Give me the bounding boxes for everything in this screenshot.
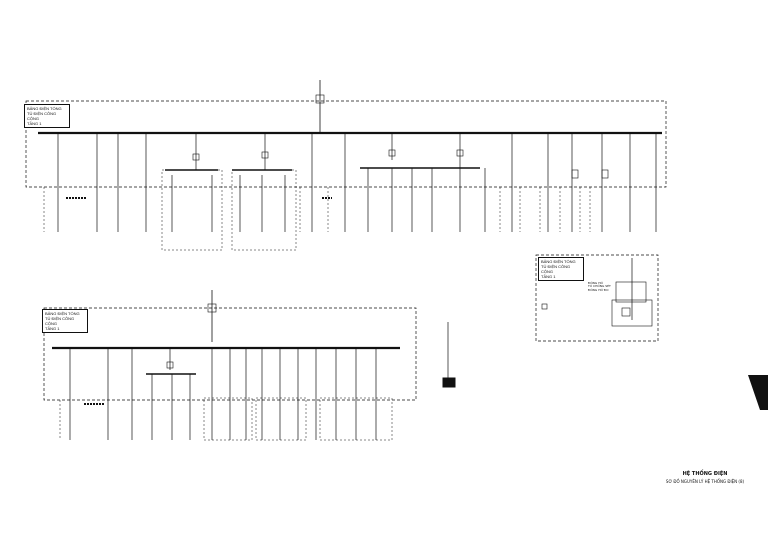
- bottom-section: [43, 290, 417, 441]
- right-panel-line-1: BẢNG ĐIỆN TỔNG: [541, 259, 576, 264]
- corner-mark: [748, 375, 768, 410]
- bottom-panel-line-2: TỦ ĐIỆN CÔNG CỘNG: [45, 316, 75, 326]
- bottom-panel-label: BẢNG ĐIỆN TỔNG TỦ ĐIỆN CÔNG CỘNG TẦNG 1: [42, 309, 88, 333]
- bottom-panel-line-1: BẢNG ĐIỆN TỔNG: [45, 311, 80, 316]
- bottom-panel-line-3: TẦNG 1: [45, 326, 60, 331]
- right-panel-label: BẢNG ĐIỆN TỔNG TỦ ĐIỆN CÔNG CỘNG TẦNG 1: [538, 257, 584, 281]
- legend-item-3: ĐỒNG HỒ ĐO: [588, 287, 609, 292]
- right-panel-line-3: TẦNG 1: [541, 274, 556, 279]
- top-section: [25, 80, 667, 251]
- top-panel-line-1: BẢNG ĐIỆN TỔNG: [27, 106, 62, 111]
- legend-item-2: TỦ CHỐNG SÉT: [588, 284, 611, 289]
- top-panel-line-3: TẦNG 1: [27, 121, 42, 126]
- legend-item-1: ĐỒNG HỒ: [588, 281, 603, 285]
- generator-symbol: [442, 322, 456, 388]
- top-panel-line-2: TỦ ĐIỆN CÔNG CỘNG: [27, 111, 57, 121]
- top-panel-label: BẢNG ĐIỆN TỔNG TỦ ĐIỆN CÔNG CỘNG TẦNG 1: [24, 104, 70, 128]
- drawing-subtitle: SƠ ĐỒ NGUYÊN LÝ HỆ THỐNG ĐIỆN (8): [665, 479, 745, 484]
- right-panel: [535, 254, 659, 342]
- drawing-title: HỆ THỐNG ĐIỆN: [682, 471, 728, 477]
- right-panel-line-2: TỦ ĐIỆN CÔNG CỘNG: [541, 264, 571, 274]
- legend: ĐỒNG HỒ TỦ CHỐNG SÉT ĐỒNG HỒ ĐO: [588, 281, 611, 292]
